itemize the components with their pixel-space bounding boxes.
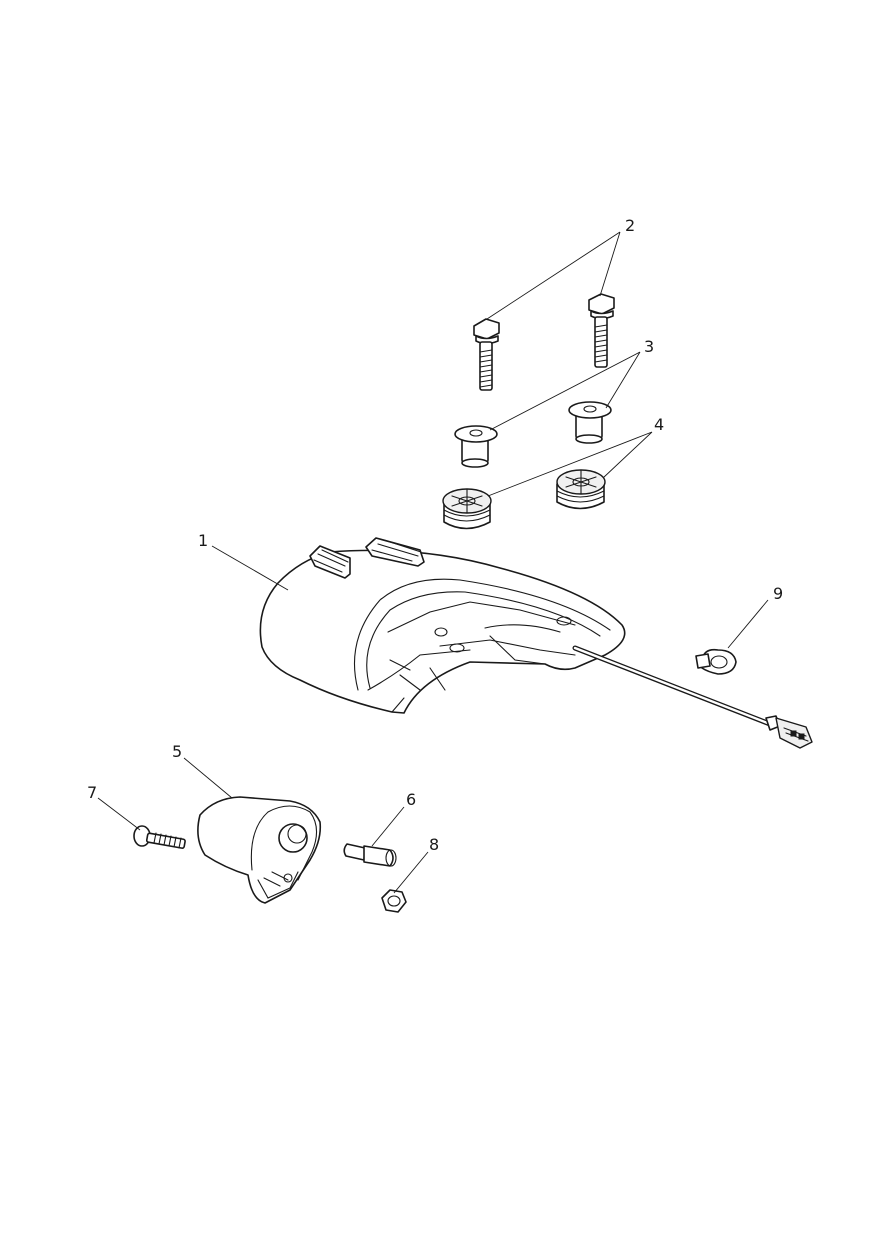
- grommet-left[interactable]: [442, 488, 492, 530]
- callout-3: 3: [644, 337, 654, 356]
- connector-plug[interactable]: [765, 715, 813, 749]
- callout-8: 8: [429, 835, 439, 854]
- spacer[interactable]: [343, 843, 397, 867]
- screw[interactable]: [133, 825, 186, 849]
- leader-lines: [97, 231, 769, 894]
- callout-2: 2: [625, 216, 635, 235]
- tail-light-housing[interactable]: [259, 537, 626, 714]
- sleeve-left[interactable]: [454, 425, 498, 468]
- bolt-right[interactable]: [588, 293, 615, 368]
- callout-7: 7: [87, 783, 97, 802]
- plate-light-housing[interactable]: [197, 796, 322, 904]
- callout-4: 4: [654, 415, 664, 434]
- callout-1: 1: [198, 531, 208, 550]
- nut[interactable]: [381, 889, 407, 913]
- callout-9: 9: [773, 584, 783, 603]
- callout-6: 6: [406, 790, 416, 809]
- cable-clip[interactable]: [695, 648, 737, 675]
- wiring-harness: [572, 645, 773, 727]
- grommet-right[interactable]: [556, 469, 606, 510]
- callout-5: 5: [172, 742, 182, 761]
- sleeve-right[interactable]: [568, 401, 612, 444]
- bolt-left[interactable]: [473, 318, 500, 391]
